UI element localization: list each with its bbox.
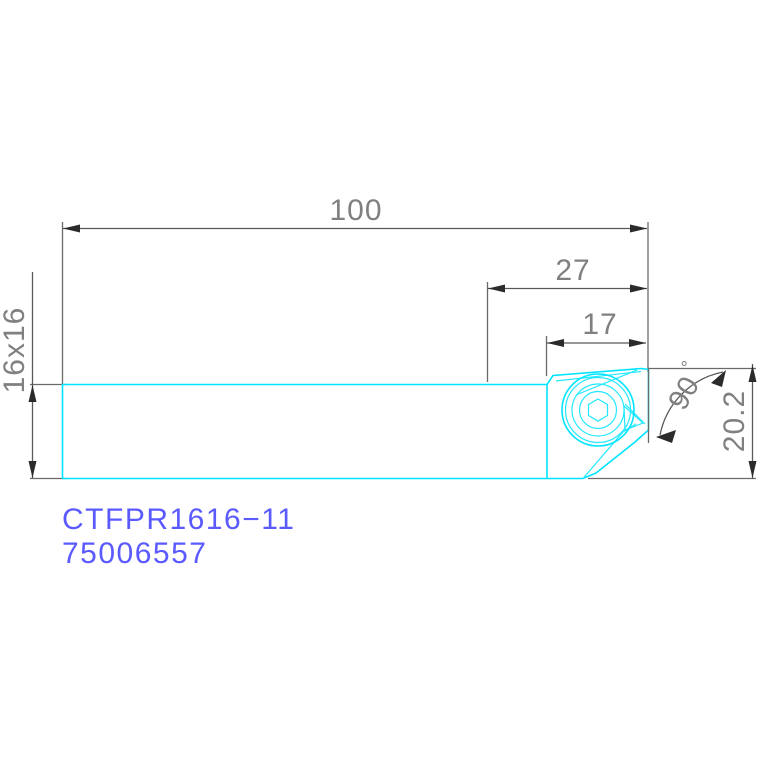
arrowhead-bottom-icon xyxy=(748,461,757,478)
dimension-value-head-height: 20.2 xyxy=(718,390,751,452)
dimension-head-height: 20.2 xyxy=(718,364,757,479)
dimension-tip-offset: 17 xyxy=(545,308,646,376)
screw-outer-circle xyxy=(561,373,635,447)
arrowhead-left-icon xyxy=(547,339,564,347)
dimension-overall-length: 100 xyxy=(61,194,649,384)
arrowhead-bottom-icon xyxy=(28,461,37,478)
screw-circle-3 xyxy=(571,383,625,437)
hex-socket-icon xyxy=(587,398,609,422)
arrowhead-left-icon xyxy=(63,224,80,233)
dimension-value-lead-angle: 90 xyxy=(662,372,706,416)
degree-symbol-icon: ° xyxy=(677,357,698,373)
head-chip-face-line xyxy=(555,370,642,382)
part-number-label: 75006557 xyxy=(62,537,207,570)
pocket-seat-upper xyxy=(575,369,638,396)
dimension-shank-section: 16x16 xyxy=(0,272,68,480)
shank-outline xyxy=(61,383,548,480)
dimension-value-head-offset: 27 xyxy=(555,254,590,287)
dimension-value-overall-length: 100 xyxy=(329,194,382,227)
dimension-head-offset: 27 xyxy=(486,254,647,382)
clamp-screw-head xyxy=(561,373,635,447)
arrowhead-arc-start-icon xyxy=(656,430,676,443)
arrowhead-top-icon xyxy=(748,365,757,382)
arrowhead-right-icon xyxy=(630,224,647,233)
arrowhead-top-icon xyxy=(28,385,37,402)
arrowhead-right-icon xyxy=(629,339,646,347)
screw-circle-4 xyxy=(578,390,618,430)
tool-shank-body xyxy=(61,383,548,480)
angle-arc xyxy=(659,371,724,436)
arrowhead-right-icon xyxy=(630,284,647,293)
arrowhead-arc-end-icon xyxy=(711,370,726,387)
arrowhead-left-icon xyxy=(488,284,505,293)
dimension-value-tip-offset: 17 xyxy=(582,308,617,341)
part-label-block: CTFPR1616−11 75006557 xyxy=(62,503,295,570)
angle-label-group: 90 ° xyxy=(662,357,706,416)
screw-circle-2 xyxy=(564,376,632,444)
insert-edge-line xyxy=(624,403,646,425)
dimension-value-shank-section: 16x16 xyxy=(0,307,31,394)
part-designation-label: CTFPR1616−11 xyxy=(62,503,295,536)
pocket-relief-flank xyxy=(582,423,637,479)
